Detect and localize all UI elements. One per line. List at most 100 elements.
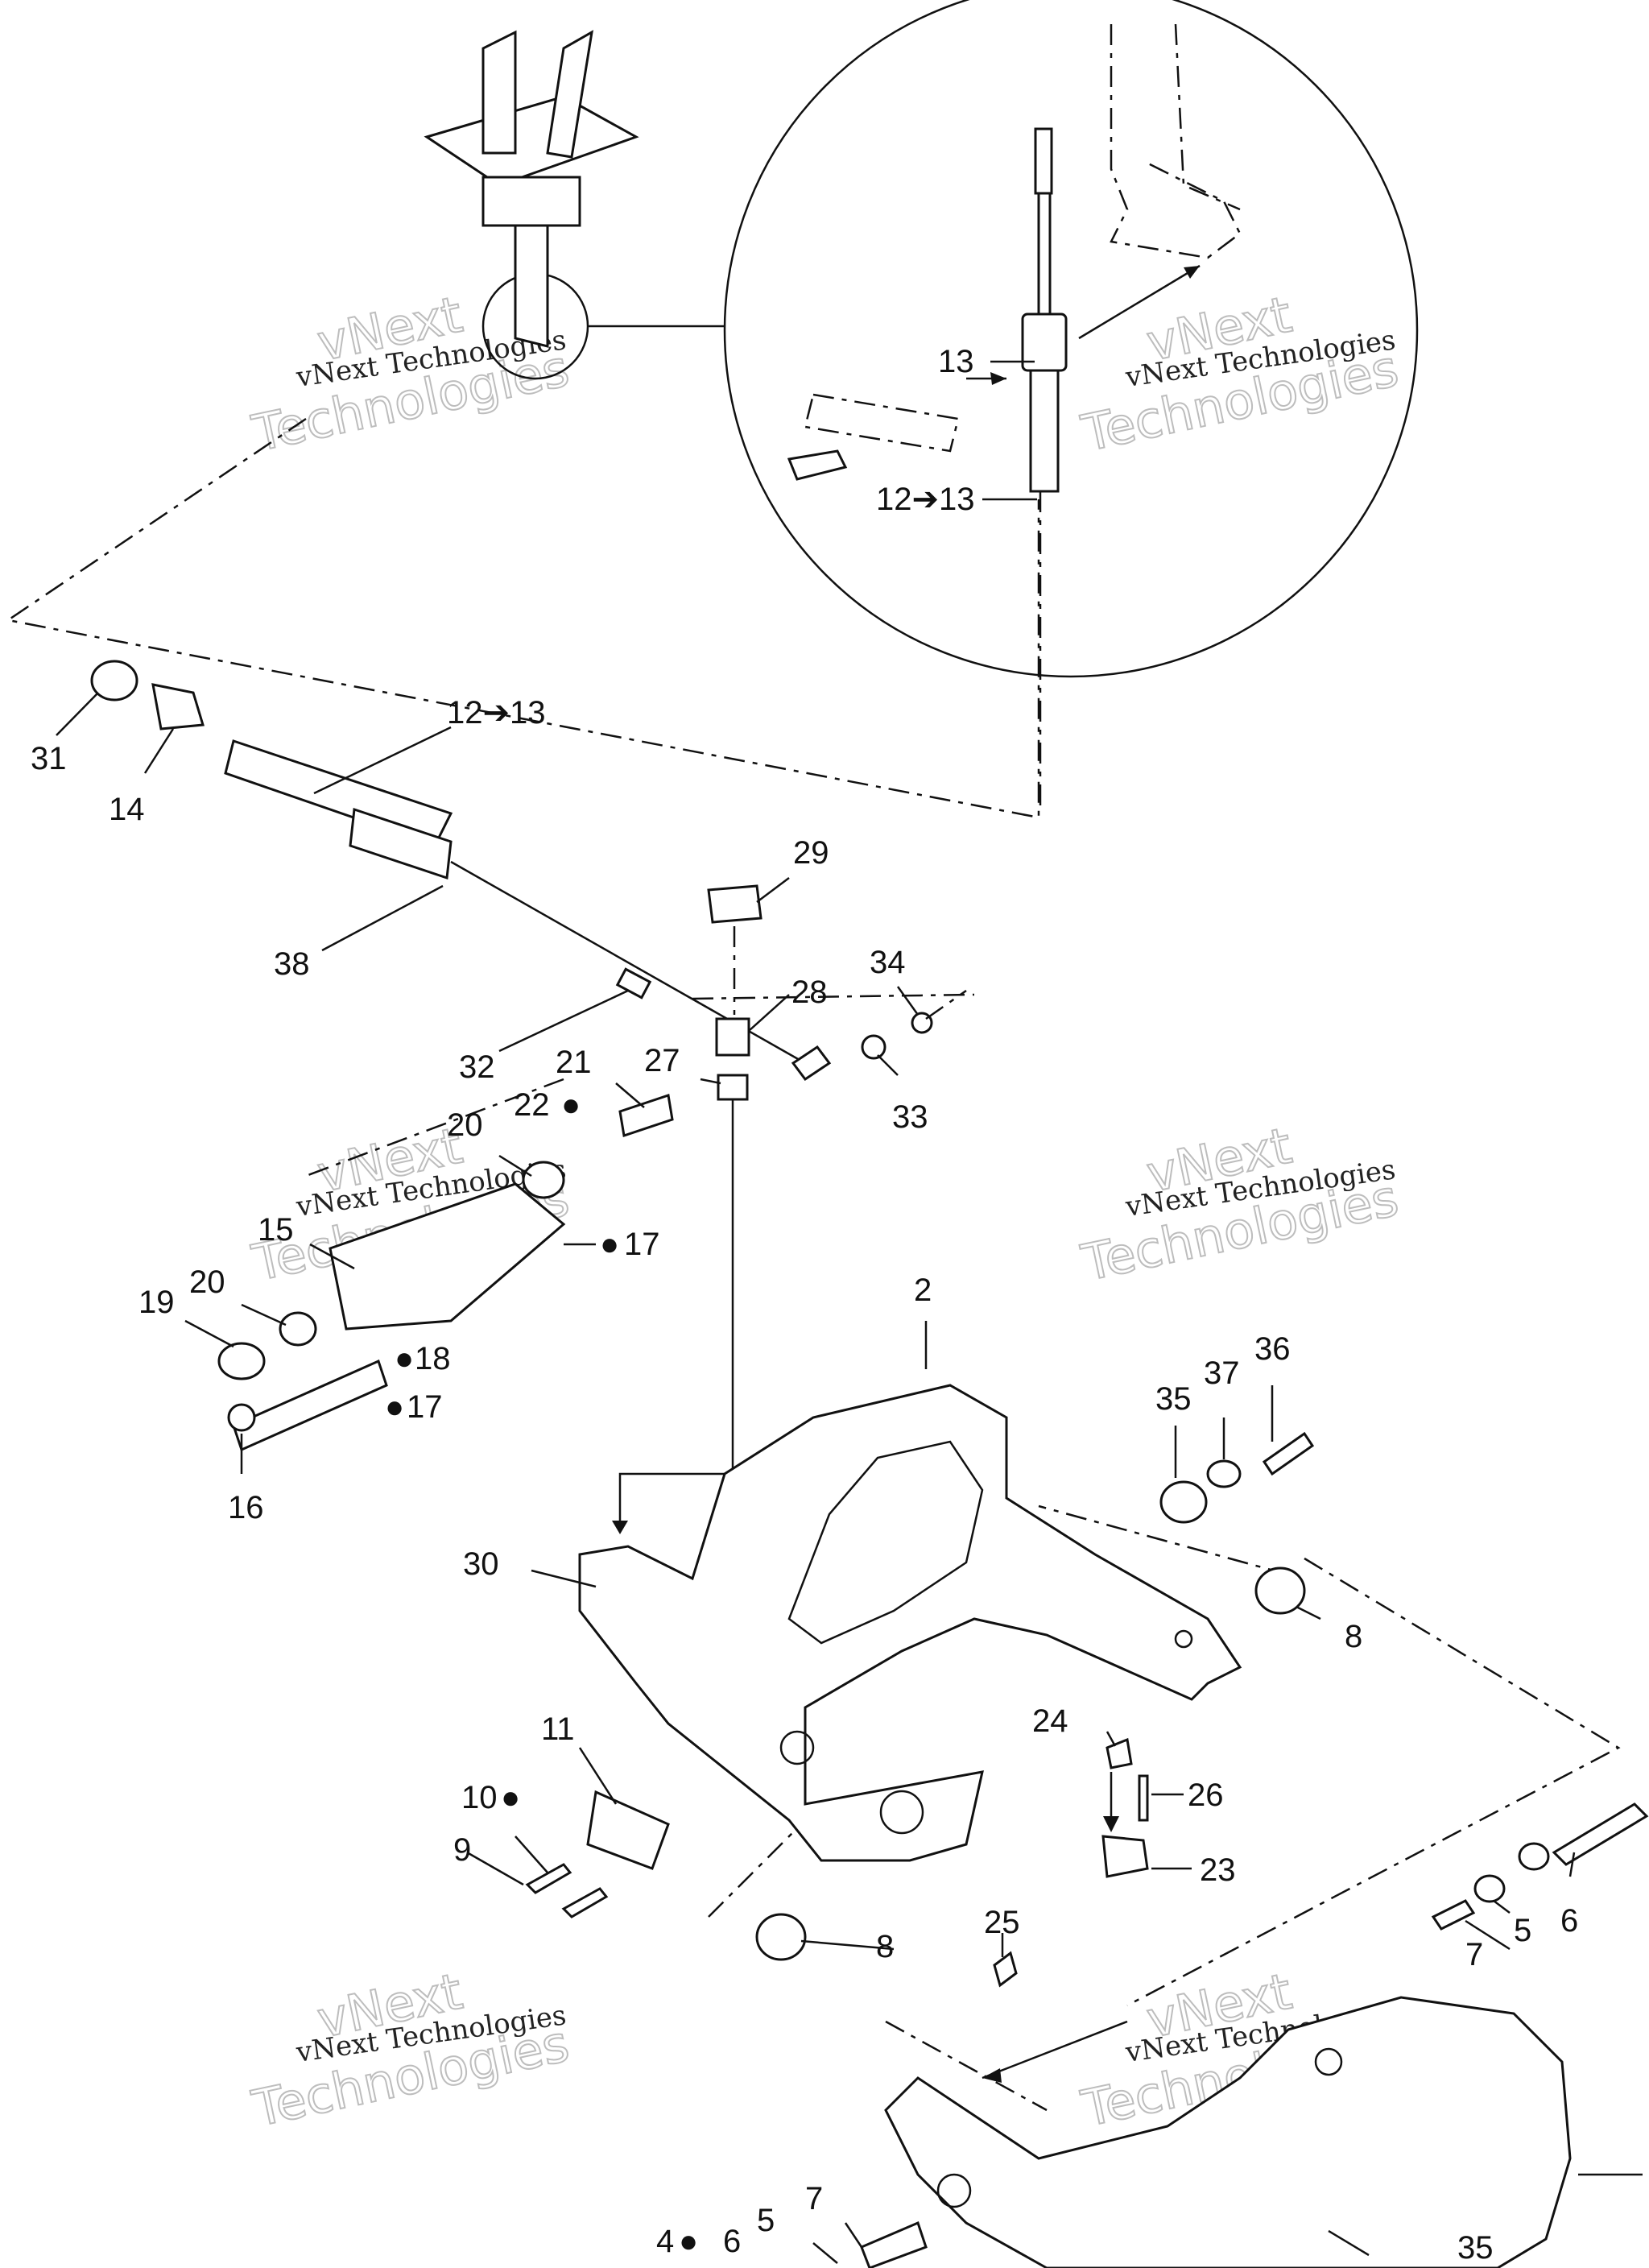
callout-24: 24 xyxy=(1032,1703,1068,1739)
part-7-spacer xyxy=(1431,1899,1476,1931)
callout-28: 28 xyxy=(791,975,828,1010)
bolt-detail xyxy=(787,449,848,481)
callout-8a: 8 xyxy=(1345,1619,1362,1654)
part-31-bushing xyxy=(90,660,138,702)
steering-arm-assembly xyxy=(217,1182,566,1452)
callout-26: 26 xyxy=(1188,1778,1224,1813)
watermark-bottom-left: vNext Technologies vNext Technologies xyxy=(246,1961,575,2139)
cable-eye xyxy=(791,1045,832,1082)
callout-20b: 20 xyxy=(189,1264,225,1300)
part-37-washer xyxy=(1206,1459,1242,1488)
drop-icon: ● xyxy=(385,1389,404,1425)
callout-33: 33 xyxy=(892,1099,928,1135)
callout-31: 31 xyxy=(31,741,67,776)
callout-17a: 17 xyxy=(624,1227,660,1262)
part-6-washer xyxy=(1518,1842,1550,1871)
drop-icon: ● xyxy=(395,1341,414,1376)
callout-16: 16 xyxy=(228,1490,264,1525)
callout-32: 32 xyxy=(459,1049,495,1085)
callout-17b: 17 xyxy=(407,1389,443,1425)
callout-38: 38 xyxy=(274,946,310,982)
cable-end-clevis xyxy=(1034,127,1053,195)
callout-35b: 35 xyxy=(1457,2230,1494,2266)
part-27-bushing xyxy=(717,1074,749,1101)
part-4-bolt xyxy=(1552,1802,1649,1866)
callout-5a: 5 xyxy=(1514,1913,1531,1948)
callout-6b: 6 xyxy=(723,2224,741,2259)
detail-magnifier xyxy=(481,0,1419,813)
watermark-mid-right: vNext Technologies vNext Technologies xyxy=(1076,1115,1404,1293)
callout-9: 9 xyxy=(453,1832,471,1868)
part-16-pin xyxy=(232,1359,388,1452)
callout-19: 19 xyxy=(138,1285,175,1320)
callout-27: 27 xyxy=(644,1043,680,1078)
callout-18: 18 xyxy=(415,1341,451,1376)
part-32-sleeve xyxy=(615,967,652,999)
callout-35a: 35 xyxy=(1155,1381,1192,1417)
part-14-nut xyxy=(151,683,205,730)
callout-14: 14 xyxy=(109,792,145,827)
callout-20a: 20 xyxy=(447,1107,483,1143)
callout-labels: 13 12➔13 12➔13 31 14 38 29 28 34 33 27 3… xyxy=(31,344,1578,2266)
drop-icon: ● xyxy=(561,1087,581,1123)
callout-37: 37 xyxy=(1204,1355,1240,1391)
callout-6a: 6 xyxy=(1560,1903,1578,1939)
part-23-lock xyxy=(1101,1835,1149,1878)
part-9-screw xyxy=(525,1863,572,1894)
callout-29: 29 xyxy=(793,835,829,871)
part-35-bushing xyxy=(1159,1480,1208,1524)
part-7-spacer-lower xyxy=(860,2220,928,2268)
callout-36: 36 xyxy=(1254,1331,1291,1367)
callout-25: 25 xyxy=(984,1905,1020,1940)
pivot-hardware xyxy=(522,884,763,1199)
callout-21: 21 xyxy=(556,1045,592,1080)
callout-34: 34 xyxy=(870,945,906,980)
part-20-bushing-lower xyxy=(279,1311,317,1347)
callout-13: 13 xyxy=(938,344,974,379)
cable-adjuster xyxy=(349,807,453,880)
callout-7b: 7 xyxy=(805,2181,823,2216)
callout-2: 2 xyxy=(914,1273,932,1308)
callout-12-13-main: 12➔13 xyxy=(447,695,546,730)
shift-control-lever-assembly xyxy=(424,30,639,348)
part-25-screw xyxy=(993,1951,1018,1988)
part-19-cap xyxy=(217,1342,266,1380)
callout-10: 10 xyxy=(461,1780,498,1815)
part-21-bolt xyxy=(618,1094,674,1137)
tilt-stop-plate xyxy=(525,1790,670,1918)
callout-7a: 7 xyxy=(1465,1937,1483,1972)
part-8-bushing-lower xyxy=(755,1913,807,1961)
callout-15: 15 xyxy=(258,1212,294,1248)
drop-icon: ● xyxy=(600,1227,619,1262)
drop-icon: ● xyxy=(501,1780,520,1815)
drop-icon: ● xyxy=(679,2224,698,2259)
callout-8b: 8 xyxy=(876,1929,894,1964)
callout-12-13-detail: 12➔13 xyxy=(876,482,975,517)
watermark-top-right: vNext Technologies vNext Technologies xyxy=(1076,284,1404,464)
part-8-bushing xyxy=(1254,1566,1306,1615)
callout-11: 11 xyxy=(541,1711,575,1747)
part-33-washer xyxy=(861,1034,886,1060)
callout-22: 22 xyxy=(514,1087,550,1123)
part-1-clamp-bracket xyxy=(860,1996,1572,2268)
callout-30: 30 xyxy=(463,1546,499,1582)
shift-cable-assembly xyxy=(90,660,967,1082)
part-2-swivel-bracket xyxy=(578,1384,1242,1862)
pivot-bolt-right xyxy=(755,1431,1649,1961)
assembly-centerlines xyxy=(5,417,1621,2112)
callout-4: 4 xyxy=(656,2224,674,2259)
part-28-pin xyxy=(715,1017,750,1057)
part-5-washer xyxy=(1473,1874,1506,1903)
part-11-plate xyxy=(586,1790,670,1870)
part-20-bushing xyxy=(522,1161,565,1199)
part-24-clip xyxy=(1106,1737,1133,1769)
callout-leader-lines xyxy=(56,360,1643,2264)
part-29-bushing xyxy=(707,884,763,924)
part-15-arm xyxy=(329,1182,566,1331)
callout-5b: 5 xyxy=(757,2203,775,2238)
tilt-lock-hardware xyxy=(993,1737,1149,1988)
part-36-screw xyxy=(1262,1431,1315,1476)
callout-23: 23 xyxy=(1200,1852,1236,1888)
part-26-pin xyxy=(1138,1774,1149,1822)
